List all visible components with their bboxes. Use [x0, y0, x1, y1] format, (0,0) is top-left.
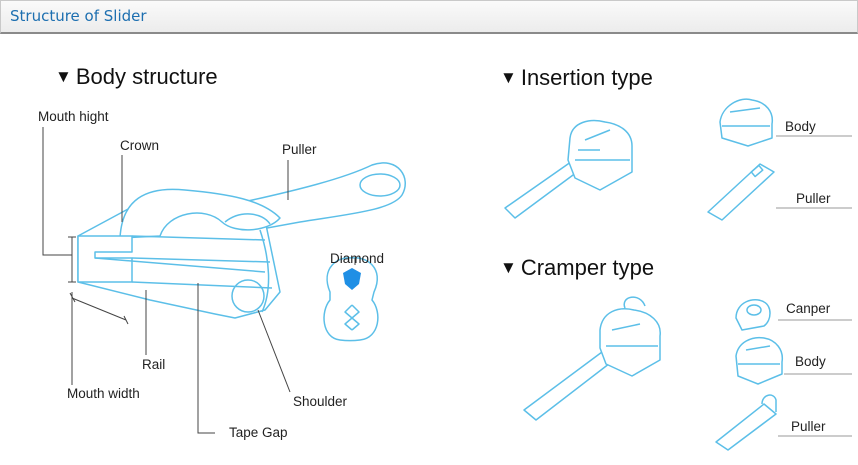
insertion-type-illustrations [504, 98, 852, 221]
insertion-type-heading: ▼Insertion type [500, 65, 653, 91]
body-structure-title: Body structure [75, 64, 218, 89]
cramper-slider-puller [523, 351, 615, 421]
cramper-body-part [735, 336, 784, 385]
shoulder-edge [259, 229, 270, 313]
label-insertion-puller: Puller [796, 191, 831, 206]
insertion-body-details [722, 107, 770, 127]
body-structure-heading: ▼Body structure [55, 64, 218, 90]
mouth-hight-dimension [68, 236, 76, 283]
crown-shape [119, 188, 281, 239]
cramper-type-heading: ▼Cramper type [500, 255, 654, 281]
cramper-puller-part [715, 403, 777, 451]
label-shoulder: Shoulder [293, 394, 348, 409]
slider-diagram [42, 98, 852, 451]
section-header: Structure of Slider [0, 0, 858, 34]
triangle-down-icon: ▼ [500, 258, 517, 277]
label-cramper-body: Body [795, 354, 826, 369]
diamond-slider-shape [323, 257, 379, 342]
label-puller: Puller [282, 142, 317, 157]
label-canper: Canper [786, 301, 831, 316]
label-diamond: Diamond [330, 251, 385, 266]
insertion-puller-part [707, 163, 775, 221]
triangle-down-icon: ▼ [55, 67, 72, 86]
section-title: Structure of Slider [10, 7, 147, 25]
leader-shoulder [257, 309, 291, 393]
puller-hole [359, 173, 401, 197]
label-mouth-hight: Mouth hight [38, 109, 109, 124]
diamond-icon [343, 268, 361, 290]
insertion-puller-hole [750, 164, 764, 178]
canper-hole [746, 304, 762, 316]
cramper-slider-body [599, 308, 661, 377]
label-rail: Rail [142, 357, 166, 372]
insertion-type-title: Insertion type [520, 65, 653, 90]
label-mouth-width: Mouth width [67, 386, 140, 401]
cramper-type-title: Cramper type [520, 255, 655, 280]
cramper-body-details [738, 345, 780, 365]
insertion-slider-details [575, 129, 630, 161]
cramper-puller-loop [761, 394, 777, 412]
shoulder-circle [231, 279, 265, 313]
triangle-down-icon: ▼ [500, 68, 517, 87]
mouth-width-dimension [69, 292, 129, 325]
insertion-body-part [719, 98, 774, 147]
label-insertion-body: Body [785, 119, 816, 134]
cramper-type-illustrations [523, 296, 852, 451]
cramper-slider-details [606, 296, 658, 347]
leader-mouth-hight [42, 127, 72, 256]
slider-body-illustration [42, 127, 406, 434]
rail-lines [94, 235, 273, 289]
leader-tape-gap [197, 283, 215, 434]
insertion-slider-body [567, 119, 633, 191]
label-tape-gap: Tape Gap [229, 425, 288, 440]
label-cramper-puller: Puller [791, 419, 826, 434]
label-crown: Crown [120, 138, 160, 153]
diamond-teeth [344, 304, 360, 331]
puller-link [224, 213, 271, 225]
